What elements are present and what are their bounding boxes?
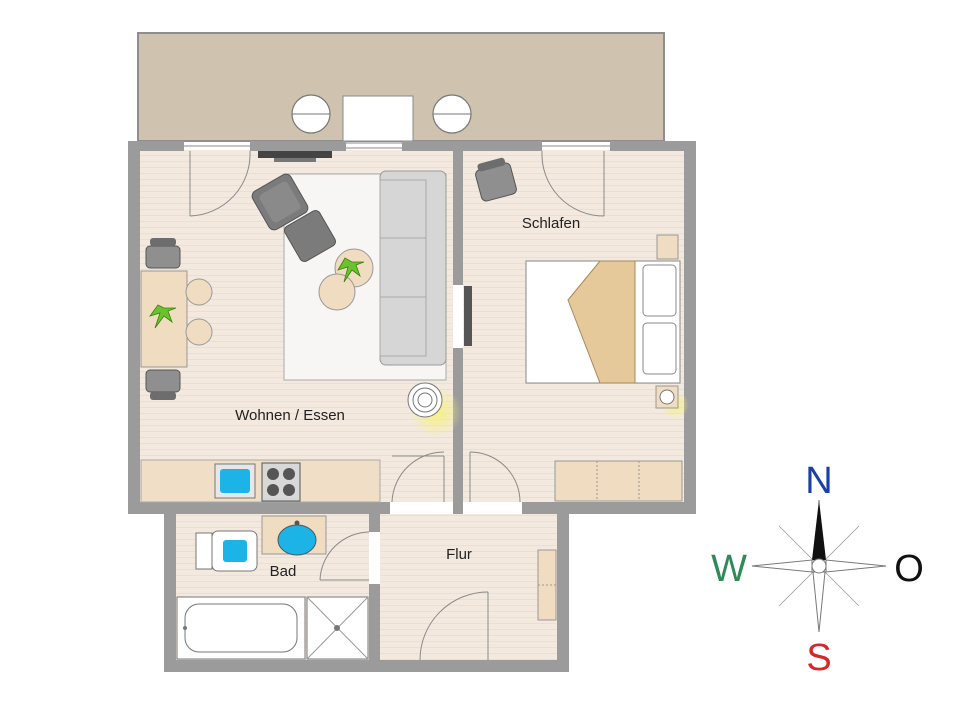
compass-north-label: N	[805, 460, 832, 502]
living-room-label: Wohnen / Essen	[235, 407, 345, 424]
balcony-door-left	[184, 145, 251, 217]
bedroom-furniture	[464, 157, 689, 502]
wall-divider-lower	[453, 348, 463, 448]
wall-hall-right	[557, 514, 569, 672]
plant-icon-living	[337, 257, 365, 283]
balcony-chair-left	[291, 94, 331, 134]
armchair	[251, 173, 309, 231]
walls	[128, 141, 696, 672]
kitchen-sink	[214, 463, 256, 499]
wall-top-right	[402, 141, 542, 151]
bedroom-label: Schlafen	[522, 215, 580, 232]
compass-north-needle	[812, 500, 826, 560]
dining-chair-top	[145, 238, 181, 269]
compass-rose: N S W O	[711, 460, 924, 679]
wall-divider-bottom	[453, 448, 463, 514]
dining-stool-2	[185, 318, 213, 346]
balcony-table	[342, 95, 414, 142]
dining-table	[140, 270, 188, 368]
wall-living-bottom	[128, 502, 390, 514]
balcony-window-mid	[346, 142, 402, 149]
plant-icon-dining	[148, 304, 177, 329]
tv	[258, 151, 332, 162]
wall-left	[128, 141, 140, 513]
hall-label: Flur	[446, 546, 472, 563]
shower	[306, 596, 369, 660]
bath-door	[319, 531, 370, 581]
wardrobe	[554, 460, 683, 502]
nightstand-top	[656, 234, 679, 260]
wall-top-mid	[250, 141, 346, 151]
balcony-door-right	[541, 145, 610, 217]
wall-divider-upper	[453, 141, 463, 285]
balcony	[137, 32, 665, 142]
floor-lamp-living	[407, 382, 462, 438]
dining-stool-1	[185, 278, 213, 306]
stove	[261, 462, 301, 502]
wall-bath-hall-bottom	[369, 584, 380, 672]
living-door	[391, 451, 445, 503]
toilet	[195, 530, 258, 572]
entrance-door	[419, 591, 489, 661]
compass-west-label: W	[711, 548, 747, 590]
compass-south-label: S	[806, 637, 831, 679]
desk-chair	[475, 157, 517, 202]
dining-chair-bottom	[145, 369, 181, 400]
sofa	[379, 170, 447, 366]
wall-bath-left	[164, 514, 176, 672]
wall-bath-hall-top	[369, 514, 380, 532]
kitchen-counter	[140, 459, 381, 503]
wall-bottom	[164, 660, 569, 672]
bath-furniture	[176, 515, 369, 660]
washbasin	[261, 515, 327, 556]
wall-top-left	[128, 141, 184, 151]
bath-label: Bad	[270, 563, 297, 580]
hall-floor	[380, 514, 557, 661]
bedroom-door	[469, 451, 521, 503]
wall-top-far	[610, 141, 696, 151]
living-furniture	[140, 151, 462, 503]
openings	[184, 142, 610, 661]
footstool	[284, 210, 336, 262]
hall-furniture	[537, 549, 557, 621]
wall-bedroom-bottom	[522, 502, 696, 514]
floor-lamp-bedroom	[655, 385, 689, 419]
bedroom-tv	[464, 286, 472, 346]
compass-east-label: O	[894, 548, 924, 590]
balcony-chair-right	[432, 94, 472, 134]
wall-right	[684, 141, 696, 513]
bed	[525, 260, 681, 384]
bathtub	[176, 596, 306, 660]
